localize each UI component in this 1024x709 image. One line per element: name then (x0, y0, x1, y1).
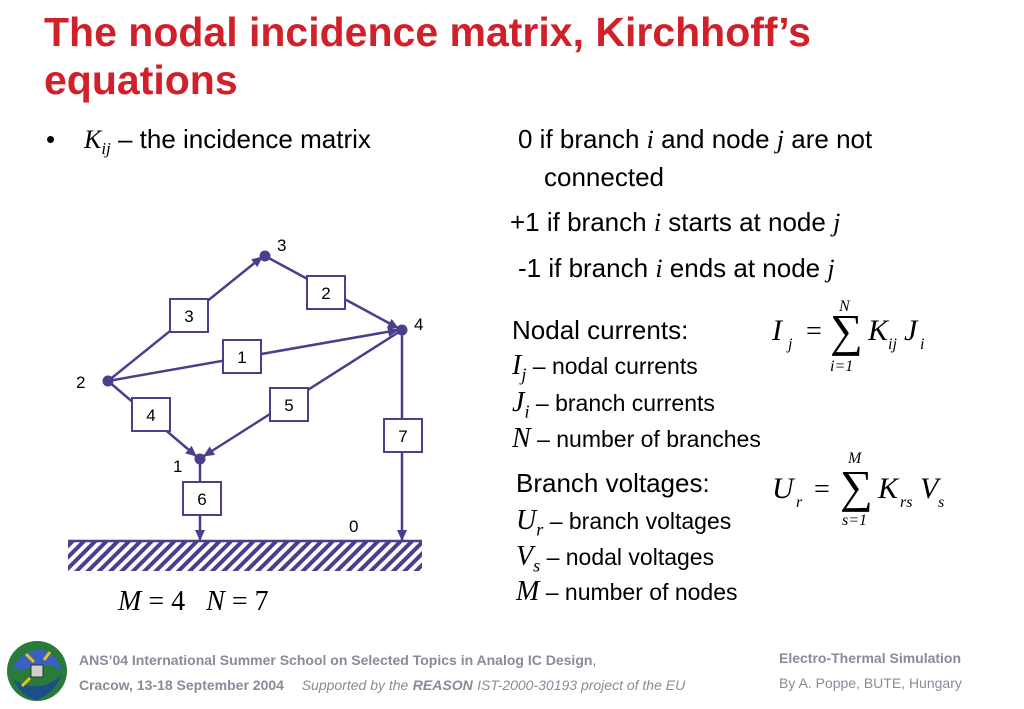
node-label-2: 2 (76, 373, 85, 392)
branch-label-5: 5 (284, 396, 293, 415)
node-dot-2 (102, 375, 114, 387)
ground-hatch (68, 541, 422, 571)
node-label-0: 0 (349, 517, 358, 536)
branch-box-1 (222, 339, 262, 374)
footer-place: Cracow, 13-18 September 2004 Supported b… (79, 677, 686, 693)
node-label-4: 4 (414, 315, 423, 334)
branch-box-7 (383, 418, 423, 453)
definition-minus-one: -1 if branch i ends at node j (518, 253, 835, 283)
footer-topic: Electro-Thermal Simulation (779, 650, 962, 666)
definition-plus-one: +1 if branch i starts at node j (510, 207, 841, 237)
nodal-heading: Nodal currents: (512, 315, 689, 345)
branch-label-1: 1 (237, 348, 246, 367)
branch-box-6 (182, 481, 222, 516)
nodal-item-current: Ij – nodal currents (512, 350, 698, 385)
bullet-text: – the incidence matrix (117, 124, 371, 154)
bullet-marker: • (46, 124, 56, 154)
node-dot-4 (396, 324, 408, 336)
footer-author: By A. Poppe, BUTE, Hungary (779, 675, 962, 691)
branch-heading: Branch voltages: (516, 468, 710, 498)
bullet-line: • Kij – the incidence matrix (46, 124, 371, 164)
node-label-1: 1 (173, 457, 182, 476)
footer-school: ANS’04 International Summer School on Se… (79, 652, 597, 668)
node-dot-1 (194, 453, 206, 465)
branch-label-3: 3 (184, 307, 193, 326)
branch-label-4: 4 (146, 406, 155, 425)
symbol-k: Kij (84, 125, 111, 158)
nodal-item-branch-current: Ji – branch currents (512, 387, 715, 422)
globe-logo-icon (7, 641, 67, 701)
definition-zero: 0 if branch i and node j are not (518, 124, 873, 154)
branch-label-7: 7 (398, 427, 407, 446)
sum-symbol: ∑ (840, 461, 873, 512)
sum-symbol: ∑ (830, 305, 863, 356)
branch-box-4 (131, 397, 171, 432)
node-dot-3 (259, 250, 271, 262)
graph-caption: M = 4 N = 7 (118, 586, 269, 617)
branch-item-node-count: M – number of nodes (516, 576, 738, 607)
nodal-item-branch-count: N – number of branches (512, 423, 761, 454)
branch-box-2 (306, 275, 346, 310)
definition-zero-line2: connected (544, 162, 664, 192)
branch-label-6: 6 (197, 490, 206, 509)
node-label-3: 3 (277, 236, 286, 255)
branch-box-3 (169, 298, 209, 333)
branch-item-nodal-voltage: Vs – nodal voltages (516, 541, 715, 576)
footer: ANS’04 International Summer School on Se… (0, 632, 1024, 709)
page-title: The nodal incidence matrix, Kirchhoff’s … (44, 9, 811, 103)
branch-formula: U r = M ∑ s=1 K rs V s (772, 450, 945, 529)
branch-label-2: 2 (321, 284, 330, 303)
branch-box-5 (269, 387, 309, 422)
nodal-formula: I j = N ∑ i=1 K ij J i (772, 298, 925, 375)
branch-item-voltage: Ur – branch voltages (516, 505, 732, 540)
